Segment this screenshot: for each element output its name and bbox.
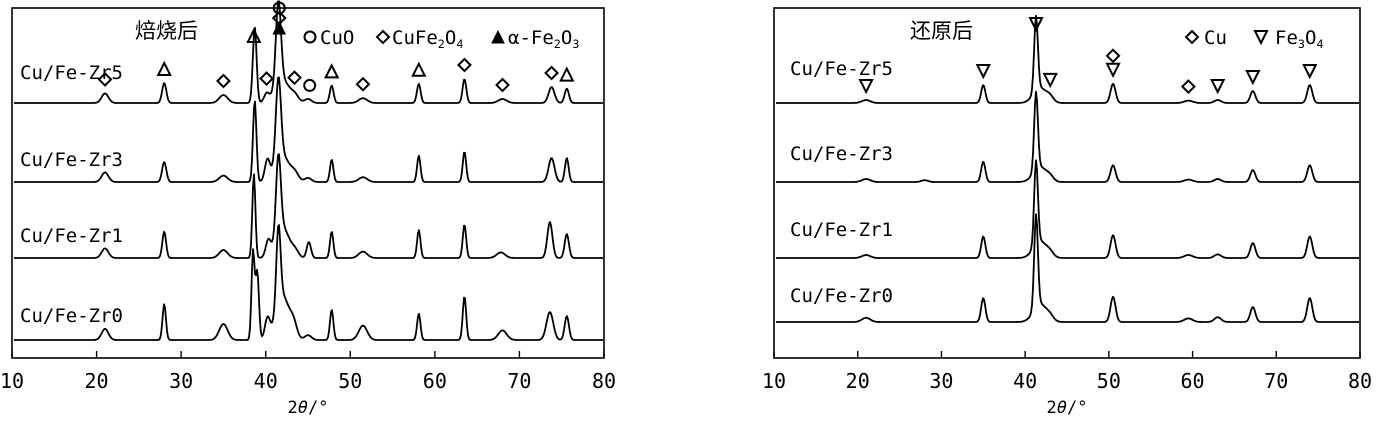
chart-panel-2: 10 20 30 40 50 60 70 80 2θ/° 还原后 Cu Fe3​O4​ Cu/Fe-Zr… xyxy=(762,7,1372,418)
peak-marker xyxy=(156,60,172,76)
series-label: Cu/Fe-Zr5 xyxy=(790,58,893,80)
peak-marker xyxy=(303,78,317,92)
xrd-trace xyxy=(776,159,1359,259)
peak-marker xyxy=(1180,79,1196,95)
peak-marker xyxy=(544,65,559,81)
peak-marker xyxy=(457,57,472,73)
x-tick-label: 20 xyxy=(846,369,870,393)
series-label: Cu/Fe-Zr3 xyxy=(790,143,893,165)
xrd-trace xyxy=(14,0,603,104)
peak-marker xyxy=(495,77,510,93)
legend-marker-1 xyxy=(1184,29,1200,45)
series-label: Cu/Fe-Zr3 xyxy=(20,149,123,171)
series-label: Cu/Fe-Zr0 xyxy=(790,285,893,307)
xrd-trace xyxy=(14,153,603,259)
legend-label-3: α-Fe2​O3​ xyxy=(508,27,579,51)
series-label: Cu/Fe-Zr5 xyxy=(20,62,123,84)
legend-label-2: Fe3​O4​ xyxy=(1275,27,1324,51)
peak-marker xyxy=(1245,70,1261,86)
x-tick-label: 10 xyxy=(0,369,24,393)
x-tick-label: 40 xyxy=(254,369,278,393)
xrd-trace xyxy=(14,76,603,183)
x-axis-label: 2θ/° xyxy=(288,398,329,418)
peak-marker xyxy=(259,71,274,87)
xrd-trace xyxy=(776,213,1359,323)
chart-title: 还原后 xyxy=(910,19,973,43)
x-axis-label: 2θ/° xyxy=(1047,398,1088,418)
x-tick-label: 10 xyxy=(762,369,786,393)
xrd-trace xyxy=(14,224,603,341)
x-tick-label: 60 xyxy=(1181,369,1205,393)
x-tick-label: 30 xyxy=(929,369,953,393)
legend-label-1: Cu xyxy=(1204,27,1227,49)
series-label: Cu/Fe-Zr1 xyxy=(20,225,123,247)
peak-marker xyxy=(1028,17,1044,33)
peak-marker xyxy=(1105,62,1121,79)
x-tick-label: 70 xyxy=(507,369,531,393)
x-tick-label: 50 xyxy=(1097,369,1121,393)
x-tick-label: 80 xyxy=(592,369,616,393)
peak-marker xyxy=(272,20,287,35)
peak-marker xyxy=(355,76,371,92)
legend-marker-1 xyxy=(303,30,317,44)
x-tick-label: 80 xyxy=(1348,369,1372,393)
peak-marker xyxy=(271,10,287,26)
peak-marker xyxy=(1210,79,1226,95)
peak-marker xyxy=(1105,48,1121,64)
series-label: Cu/Fe-Zr1 xyxy=(790,219,893,241)
legend-label-2: CuFe2​O4​ xyxy=(392,27,463,51)
legend-label-1: CuO xyxy=(320,27,354,49)
x-tick-label: 60 xyxy=(423,369,447,393)
plot-frame xyxy=(11,7,605,359)
chart-panel-1: 10 20 30 40 50 60 70 80 2θ/° 焙烧后 CuO CuFe2​O4​ α-Fe2… xyxy=(0,0,616,418)
plot-frame xyxy=(773,7,1361,359)
peak-marker xyxy=(975,64,991,80)
legend-marker-2 xyxy=(375,29,391,45)
peak-marker xyxy=(1042,72,1058,89)
x-tick-label: 40 xyxy=(1013,369,1037,393)
peak-marker xyxy=(272,1,286,15)
peak-marker xyxy=(324,63,340,79)
peak-marker xyxy=(216,73,231,89)
xrd-trace xyxy=(776,90,1359,183)
peak-marker xyxy=(97,71,113,87)
legend-marker-3 xyxy=(491,29,505,44)
peak-marker xyxy=(559,66,575,82)
peak-marker xyxy=(858,79,874,95)
peak-marker xyxy=(411,61,427,77)
x-tick-label: 70 xyxy=(1264,369,1288,393)
peak-marker xyxy=(246,27,262,43)
series-label: Cu/Fe-Zr0 xyxy=(20,305,123,327)
x-tick-label: 20 xyxy=(85,369,109,393)
peak-marker xyxy=(1302,64,1318,80)
peak-marker xyxy=(287,70,302,86)
xrd-trace xyxy=(776,14,1359,104)
legend-marker-2 xyxy=(1253,30,1269,46)
chart-title: 焙烧后 xyxy=(135,19,198,43)
x-tick-label: 50 xyxy=(338,369,362,393)
x-tick-label: 30 xyxy=(169,369,193,393)
